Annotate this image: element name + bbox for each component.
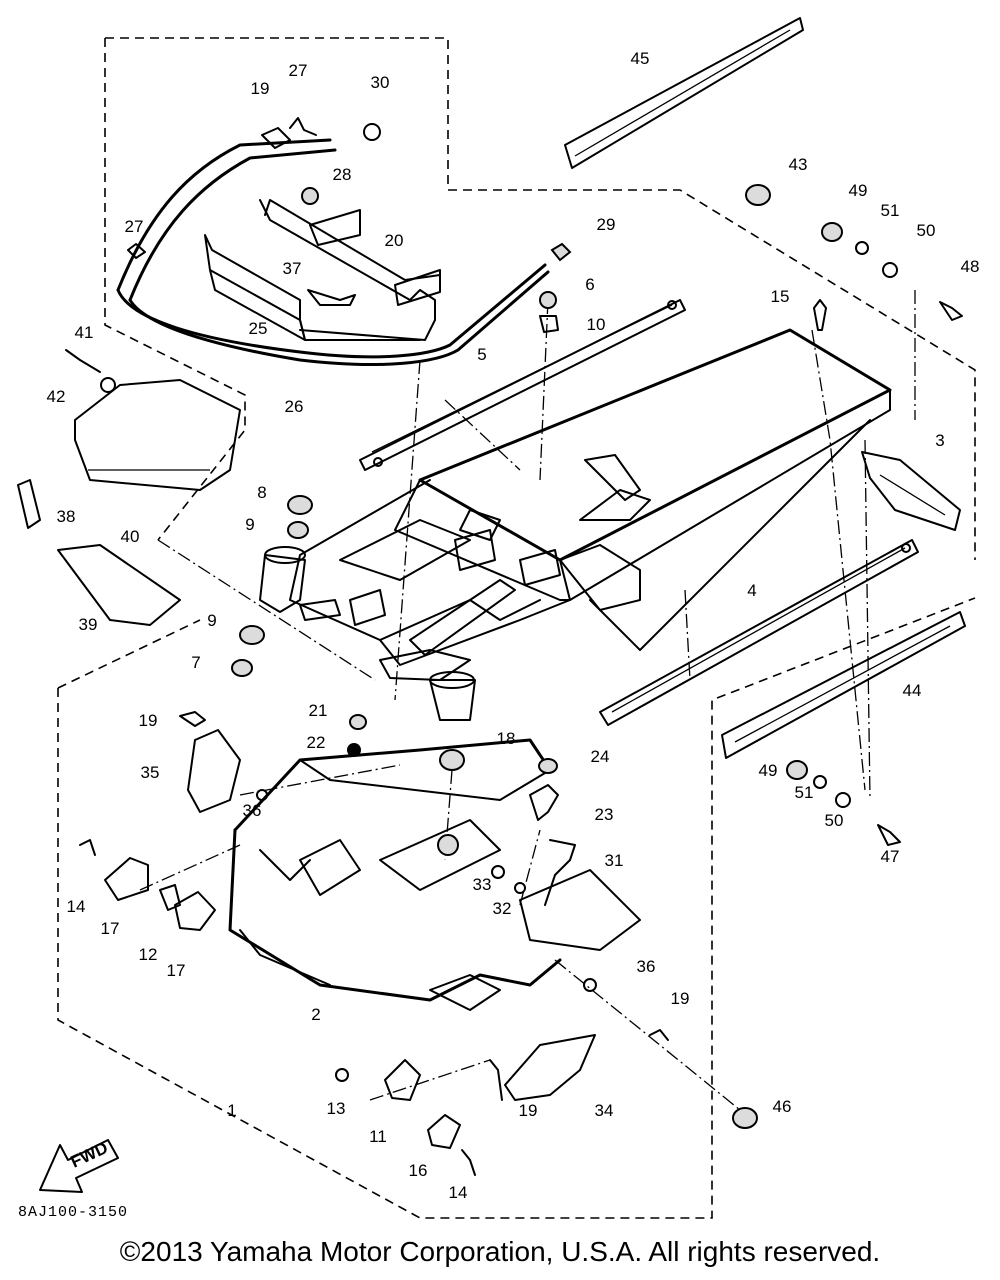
callout-c19a: 19 xyxy=(251,79,270,98)
drawing-code: 8AJ100-3150 xyxy=(18,1204,129,1221)
callout-c17b: 17 xyxy=(167,961,186,980)
callout-c19c: 19 xyxy=(671,989,690,1008)
callout-c24: 24 xyxy=(591,747,610,766)
part-4-right-rail xyxy=(599,539,919,726)
callout-c17a: 17 xyxy=(101,919,120,938)
callout-labels: 4527301928434951502927204837615102541542… xyxy=(47,49,980,1202)
callout-c18: 18 xyxy=(497,729,516,748)
callout-c33: 33 xyxy=(473,875,492,894)
callout-c3: 3 xyxy=(935,431,944,450)
left-panels xyxy=(17,349,241,626)
callout-c47: 47 xyxy=(881,847,900,866)
callout-c7: 7 xyxy=(191,653,200,672)
part-5-left-rail xyxy=(359,299,686,471)
callout-c30: 30 xyxy=(371,73,390,92)
callout-c21: 21 xyxy=(309,701,328,720)
callout-c48: 48 xyxy=(961,257,980,276)
callout-c19d: 19 xyxy=(519,1101,538,1120)
callout-c4: 4 xyxy=(747,581,756,600)
part-44-side-strip xyxy=(721,611,966,759)
part-3-bracket xyxy=(861,451,961,531)
callout-c14a: 14 xyxy=(67,897,86,916)
forward-arrow-icon: FWD xyxy=(39,1138,119,1193)
callout-c44: 44 xyxy=(903,681,922,700)
callout-c49b: 49 xyxy=(759,761,778,780)
part-2-front-frame xyxy=(228,738,641,1011)
callout-c12: 12 xyxy=(139,945,158,964)
callout-c46: 46 xyxy=(773,1097,792,1116)
rear-bumper-assembly xyxy=(116,138,550,367)
callout-c19b: 19 xyxy=(139,711,158,730)
callout-c16: 16 xyxy=(409,1161,428,1180)
callout-c13: 13 xyxy=(327,1099,346,1118)
top-fasteners xyxy=(127,117,572,333)
callout-c32: 32 xyxy=(493,899,512,918)
callout-c36b: 36 xyxy=(637,957,656,976)
callout-c31: 31 xyxy=(605,851,624,870)
callout-c23: 23 xyxy=(595,805,614,824)
callout-c38: 38 xyxy=(57,507,76,526)
callout-c28: 28 xyxy=(333,165,352,184)
leader-lines xyxy=(139,290,916,1111)
callout-c42: 42 xyxy=(47,387,66,406)
group-boundaries xyxy=(57,37,976,1219)
callout-c29: 29 xyxy=(597,215,616,234)
fwd-label: FWD xyxy=(68,1138,111,1172)
callout-c15: 15 xyxy=(771,287,790,306)
callout-c11: 11 xyxy=(369,1127,387,1146)
copyright-notice: ©2013 Yamaha Motor Corporation, U.S.A. A… xyxy=(119,1236,881,1267)
callout-c25: 25 xyxy=(249,319,268,338)
callout-c8: 8 xyxy=(257,483,266,502)
callout-c35: 35 xyxy=(141,763,160,782)
callout-c9b: 9 xyxy=(207,611,216,630)
callout-c41: 41 xyxy=(75,323,94,342)
part-45-rail-strip xyxy=(564,17,804,169)
main-chassis-frame xyxy=(259,328,892,721)
right-fasteners xyxy=(745,184,963,846)
callout-c50b: 50 xyxy=(825,811,844,830)
callout-c26: 26 xyxy=(285,397,304,416)
callout-c14b: 14 xyxy=(449,1183,468,1202)
callout-c45: 45 xyxy=(631,49,650,68)
callout-c20: 20 xyxy=(385,231,404,250)
callout-c37: 37 xyxy=(283,259,302,278)
grommets xyxy=(231,495,367,757)
callout-c5: 5 xyxy=(477,345,486,364)
callout-c50a: 50 xyxy=(917,221,936,240)
callout-c27a: 27 xyxy=(289,61,308,80)
callout-c10: 10 xyxy=(587,315,606,334)
callout-c49a: 49 xyxy=(849,181,868,200)
callout-c34: 34 xyxy=(595,1101,614,1120)
lower-fasteners xyxy=(79,711,758,1176)
callout-c2: 2 xyxy=(311,1005,320,1024)
callout-c51b: 51 xyxy=(795,783,814,802)
callout-c51a: 51 xyxy=(881,201,900,220)
callout-c9a: 9 xyxy=(245,515,254,534)
callout-c22: 22 xyxy=(307,733,326,752)
callout-c6: 6 xyxy=(585,275,594,294)
callout-c39: 39 xyxy=(79,615,98,634)
callout-c1: 1 xyxy=(227,1101,236,1120)
callout-c43: 43 xyxy=(789,155,808,174)
callout-c27b: 27 xyxy=(125,217,144,236)
callout-c40: 40 xyxy=(121,527,140,546)
callout-c36a: 36 xyxy=(243,801,262,820)
